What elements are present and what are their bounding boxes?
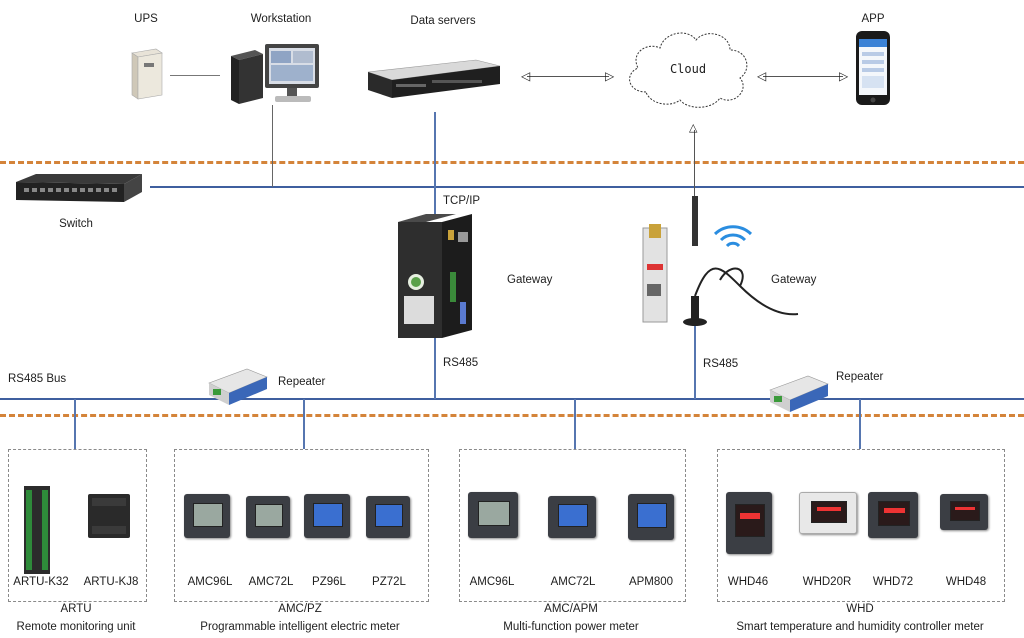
gateway-left-device [396,212,476,340]
workstation-connector [272,105,273,187]
amcapm-device-label-0: AMC96L [469,576,515,588]
artu-subtitle: Remote monitoring unit [16,621,136,633]
group-box-artu [8,449,147,602]
switch-label: Switch [59,218,93,230]
data-servers-label: Data servers [410,15,476,27]
ups-icon [128,47,164,101]
ethernet-bus [150,186,1024,188]
repeater-right-icon [768,374,830,414]
ups-workstation-link [170,75,220,76]
gateway-right-device [641,224,671,324]
whd46-meter [726,492,772,554]
cloud-label: Cloud [669,62,707,76]
amc96l-meter [184,494,230,538]
amcpz-title: AMC/PZ [278,603,322,615]
server-cloud-link [527,76,609,77]
whd-device-label-3: WHD48 [945,576,987,588]
pz72l-meter [366,496,410,538]
whd-device-label-1: WHD20R [802,576,852,588]
cloud-app-link [763,76,843,77]
amc96l-apm-meter [468,492,518,538]
repeater-left-label: Repeater [278,376,326,388]
arrow-right-icon: ▷ [605,69,615,83]
artu-kj8-device [86,492,132,540]
amcapm-drop [574,399,576,449]
artu-title: ARTU [60,603,92,615]
amcpz-device-label-0: AMC96L [187,576,233,588]
repeater-right-label: Repeater [836,371,884,383]
phone-icon [855,30,891,106]
group-box-amc-apm [459,449,686,602]
amcapm-device-label-1: AMC72L [550,576,596,588]
switch-icon [14,172,144,212]
workstation-icon [229,42,321,106]
amcpz-drop [303,399,305,449]
gateway-left-rs485-connector [434,338,436,399]
whd72-meter [868,492,918,538]
rs485-bus-label: RS485 Bus [8,373,67,385]
amcpz-device-label-1: AMC72L [248,576,294,588]
rs485-left-label: RS485 [443,357,479,369]
artu-drop [74,399,76,449]
amcpz-subtitle: Programmable intelligent electric meter [200,621,400,633]
whd20r-meter [799,492,857,534]
wifi-icon [712,222,754,252]
whd-device-label-2: WHD72 [872,576,914,588]
amcapm-title: AMC/APM [544,603,598,615]
arrow-left-icon: ◁ [521,69,531,83]
whd-title: WHD [846,603,874,615]
separator-bottom [0,414,1024,417]
repeater-left-icon [207,367,269,407]
group-box-whd [717,449,1005,602]
rs485-bus-line [0,398,1024,400]
whd48-meter [940,494,988,530]
server-connector [434,112,436,214]
pz96l-meter [304,494,350,538]
app-label: APP [861,13,885,25]
arrow-left-icon: ◁ [757,69,767,83]
whd-device-label-0: WHD46 [727,576,769,588]
artu-device-label-0: ARTU-K32 [13,576,69,588]
arrow-right-icon: ▷ [839,69,849,83]
amcpz-device-label-2: PZ96L [312,576,346,588]
workstation-label: Workstation [250,13,312,25]
amcpz-device-label-3: PZ72L [372,576,406,588]
arrow-up-icon: △ [689,122,698,134]
amc72l-meter [246,496,290,538]
antenna-icon [680,196,804,330]
separator-top [0,161,1024,164]
amcapm-subtitle: Multi-function power meter [503,621,639,633]
tcpip-label: TCP/IP [443,195,481,207]
rs485-right-label: RS485 [703,358,739,370]
amc72l-apm-meter [548,496,596,538]
server-icon [366,58,502,100]
ups-label: UPS [134,13,158,25]
cloud-icon [618,22,756,114]
whd-subtitle: Smart temperature and humidity controlle… [736,621,984,633]
antenna-uplink [694,130,695,240]
whd-drop [859,399,861,449]
gateway-right-label: Gateway [771,274,817,286]
group-box-amc-pz [174,449,429,602]
artu-device-label-1: ARTU-KJ8 [83,576,139,588]
artu-k32-device [22,486,52,574]
apm800-meter [628,494,674,540]
gateway-left-label: Gateway [507,274,553,286]
gateway-right-rs485-connector [694,320,696,399]
amcapm-device-label-2: APM800 [628,576,674,588]
